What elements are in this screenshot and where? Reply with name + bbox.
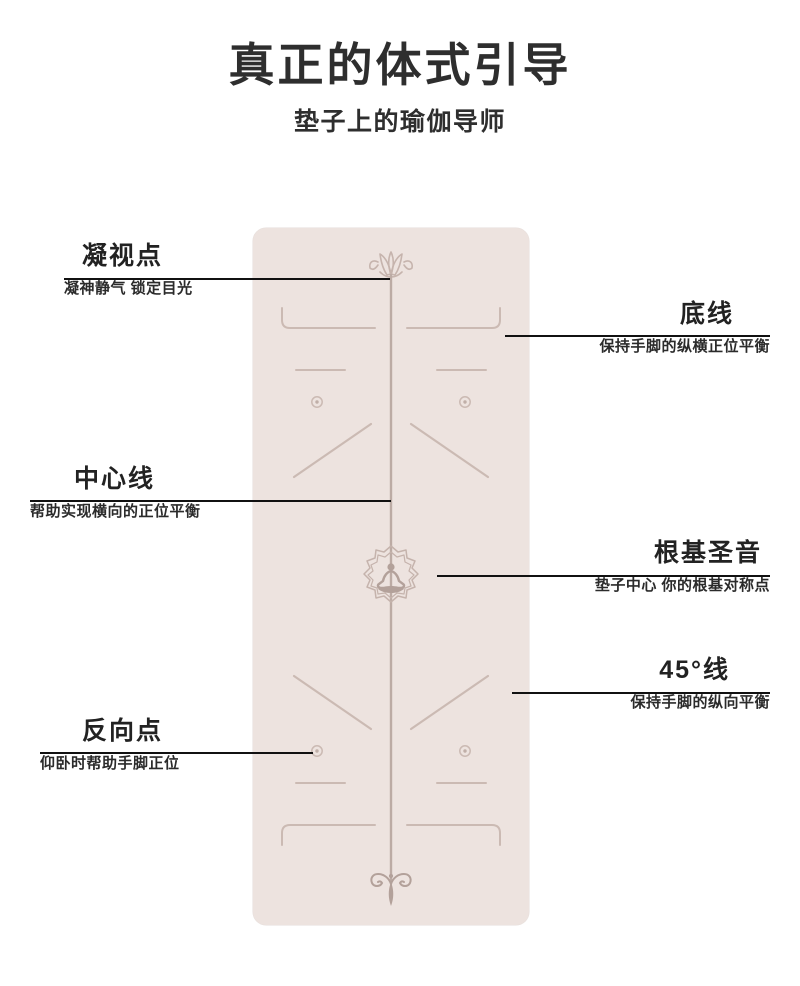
annotation-45-degree-line-title: 45°线 bbox=[659, 656, 730, 684]
mat-markings bbox=[281, 251, 501, 906]
baseline-bottom-left bbox=[281, 824, 376, 846]
annotation-root-sound-desc: 垫子中心 你的根基对称点 bbox=[594, 577, 770, 595]
annotation-center-line-desc: 帮助实现横向的正位平衡 bbox=[30, 503, 201, 521]
annotation-45-degree-line: 45°线 保持手脚的纵向平衡 bbox=[512, 657, 770, 712]
annotation-reverse-point-desc: 仰卧时帮助手脚正位 bbox=[40, 755, 180, 773]
annotation-gaze-point-title: 凝视点 bbox=[82, 242, 164, 270]
leader-line-45-degree-line bbox=[512, 692, 770, 694]
annotation-base-line-title: 底线 bbox=[679, 300, 734, 328]
annotation-45-degree-line-desc: 保持手脚的纵向平衡 bbox=[630, 694, 770, 712]
meditation-figure-icon bbox=[363, 545, 419, 603]
page-title: 真正的体式引导 bbox=[228, 39, 572, 91]
annotation-base-line: 底线 保持手脚的纵横正位平衡 bbox=[505, 301, 770, 356]
reverse-point-dot-top-left bbox=[311, 396, 323, 408]
fleur-lotus-icon bbox=[370, 872, 412, 906]
baseline-bottom-right bbox=[406, 824, 501, 846]
annotation-root-sound-title: 根基圣音 bbox=[653, 539, 762, 567]
leader-line-reverse-point bbox=[40, 752, 313, 754]
annotation-gaze-point-desc: 凝神静气 锁定目光 bbox=[64, 280, 193, 298]
annotation-center-line-title: 中心线 bbox=[74, 465, 156, 493]
leader-line-center-line bbox=[30, 500, 391, 502]
reverse-point-dot-bottom-right bbox=[459, 745, 471, 757]
annotation-reverse-point: 反向点 仰卧时帮助手脚正位 bbox=[40, 718, 315, 773]
annotation-gaze-point: 凝视点 凝神静气 锁定目光 bbox=[64, 243, 394, 298]
annotation-base-line-desc: 保持手脚的纵横正位平衡 bbox=[599, 338, 770, 356]
reverse-point-dot-top-right bbox=[459, 396, 471, 408]
reverse-point-dot-bottom-left bbox=[311, 745, 323, 757]
leader-line-gaze-point bbox=[64, 278, 390, 280]
diagonal-45-top-left bbox=[292, 422, 373, 479]
baseline-top-right bbox=[406, 307, 501, 329]
leader-line-root-sound bbox=[437, 575, 770, 577]
leader-line-base-line bbox=[505, 335, 770, 337]
diagonal-45-bottom-left bbox=[292, 674, 373, 731]
page-header: 真正的体式引导 垫子上的瑜伽导师 bbox=[0, 0, 800, 136]
diagonal-45-bottom-right bbox=[409, 674, 490, 731]
annotation-center-line: 中心线 帮助实现横向的正位平衡 bbox=[30, 466, 392, 521]
annotation-root-sound: 根基圣音 垫子中心 你的根基对称点 bbox=[437, 540, 770, 595]
page-subtitle: 垫子上的瑜伽导师 bbox=[293, 107, 506, 136]
diagonal-45-top-right bbox=[409, 422, 490, 479]
annotation-reverse-point-title: 反向点 bbox=[82, 717, 164, 745]
baseline-top-left bbox=[281, 307, 376, 329]
